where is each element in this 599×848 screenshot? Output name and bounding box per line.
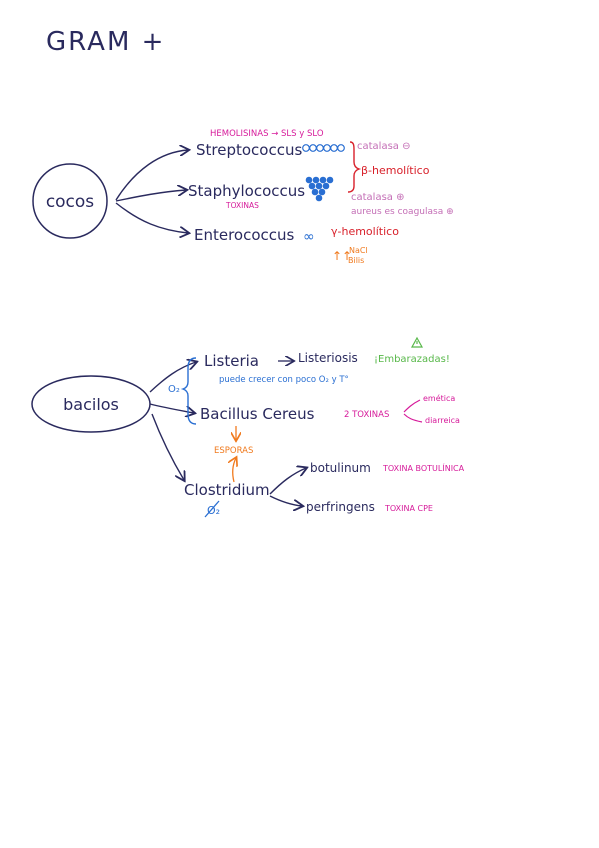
no-o2-strike xyxy=(204,500,220,518)
warning-triangle-icon xyxy=(410,336,424,348)
clostridium-label: Clostridium xyxy=(184,481,270,499)
brace-toxinas xyxy=(403,399,423,423)
listeria-label: Listeria xyxy=(204,352,259,370)
arrow-to-perfringens xyxy=(269,495,302,506)
diarreica-note: diarreica xyxy=(425,416,460,425)
toxinas-note: TOXINAS xyxy=(225,201,259,210)
arrow-to-listeria xyxy=(149,362,196,393)
emetica-note: emética xyxy=(423,393,455,403)
botulinum-label: botulinum xyxy=(310,461,371,475)
bacillus-cereus-label: Bacillus Cereus xyxy=(200,405,315,423)
bilis-note: Bilis xyxy=(348,256,364,265)
streptococcus-staphylococcus-brace xyxy=(347,141,362,193)
page-title: GRAM + xyxy=(46,27,165,57)
catalasa-negativa: catalasa ⊖ xyxy=(357,141,410,152)
arrow-to-streptococcus xyxy=(115,150,188,201)
arrow-to-enterococcus xyxy=(115,202,188,233)
perfringens-label: perfringens xyxy=(306,500,375,514)
arrow-clostridium-to-esporas xyxy=(233,458,236,483)
nacl-note: NaCl xyxy=(349,246,368,255)
arrow-to-staphylococcus xyxy=(115,190,186,202)
arrow-to-clostridium xyxy=(151,413,184,480)
embarazadas-note: ¡Embarazadas! xyxy=(374,354,450,365)
cocos-label: cocos xyxy=(46,192,94,212)
puede-crecer-note: puede crecer con poco O₂ y T° xyxy=(219,375,349,385)
arrow-to-bacillus-cereus xyxy=(149,403,194,413)
hemolisinas-note: HEMOLISINAS → SLS y SLO xyxy=(210,129,324,139)
enterococcus-diplococci-icon: ∞ xyxy=(303,229,315,245)
streptococcus-label: Streptococcus xyxy=(196,141,302,159)
catalasa-positiva: catalasa ⊕ xyxy=(351,192,404,203)
aureus-coagulasa: aureus es coagulasa ⊕ xyxy=(351,207,454,217)
listeriosis-label: Listeriosis xyxy=(298,351,358,365)
staphylococcus-cluster-icon xyxy=(305,176,334,202)
cocos-node xyxy=(32,163,108,239)
streptococcus-chain-icon xyxy=(302,144,345,152)
toxina-cpe-note: TOXINA CPE xyxy=(384,504,433,513)
enterococcus-label: Enterococcus xyxy=(194,226,295,244)
beta-hemolitico: β-hemolítico xyxy=(361,164,430,177)
bacilos-label: bacilos xyxy=(63,395,119,414)
gamma-hemolitico: γ-hemolítico xyxy=(331,225,399,238)
arrow-to-botulinum xyxy=(269,468,306,495)
dos-toxinas-note: 2 TOXINAS xyxy=(344,410,389,420)
toxina-botulinica-note: TOXINA BOTULÍNICA xyxy=(382,462,465,473)
no-o2-label: O₂ xyxy=(207,504,220,517)
esporas-note: ESPORAS xyxy=(214,446,253,456)
staphylococcus-label: Staphylococcus xyxy=(188,182,305,200)
enterococcus-resistance-arrows: ↑↑ xyxy=(332,249,352,263)
o2-label: O₂ xyxy=(168,384,180,395)
o2-brace xyxy=(180,357,197,425)
